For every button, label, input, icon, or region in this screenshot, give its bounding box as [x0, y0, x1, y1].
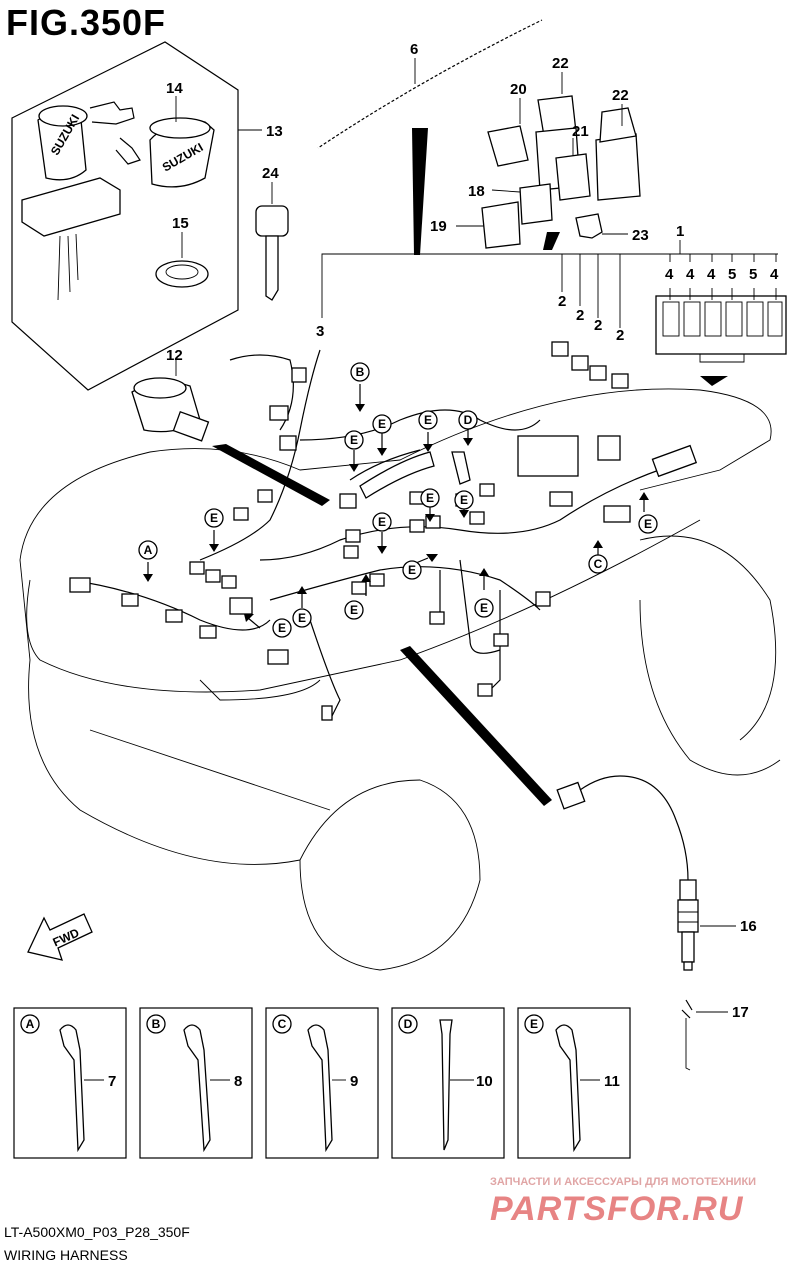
legend-part-11: 11: [604, 1073, 620, 1090]
callout-5: 5: [749, 266, 757, 283]
callout-20: 20: [510, 81, 527, 98]
harness-wires: [69, 349, 691, 806]
clamp-bubble-letter: E: [408, 563, 416, 577]
callout-4: 4: [686, 266, 695, 283]
clamp-bubble-letter: E: [298, 611, 306, 625]
clamp-bubble-letter: E: [378, 515, 386, 529]
callout-13: 13: [266, 123, 283, 140]
clamp-bubble-letter: E: [350, 603, 358, 617]
watermark-tagline: ЗАПЧАСТИ И АКСЕССУАРЫ ДЛЯ МОТОТЕХНИКИ: [490, 1176, 757, 1188]
ignition-key: [255, 182, 289, 301]
clamp-bubble-letter: A: [144, 543, 153, 557]
clamp-bubble-letter: E: [378, 417, 386, 431]
callout-12: 12: [166, 347, 183, 364]
legend-letter-e: E: [530, 1017, 538, 1031]
callout-2: 2: [594, 317, 602, 334]
legend-part-8: 8: [234, 1073, 242, 1090]
watermark-logo: PARTSFOR.RU: [490, 1190, 744, 1228]
callout-2: 2: [558, 293, 566, 310]
clamp-bubbles: A B C D E E E E E E E E E E E E E: [138, 362, 658, 638]
clamp-bubble-letter: E: [644, 517, 652, 531]
clamp-bubble-letter: E: [460, 493, 468, 507]
figure-caption: WIRING HARNESS: [4, 1247, 128, 1263]
callout-4: 4: [770, 266, 779, 283]
corrugated-tube: [312, 11, 547, 255]
callout-22: 22: [552, 55, 569, 72]
fuse-box: [321, 240, 787, 389]
ignition-switch-kit-box: SUZUKI SUZUKI: [11, 41, 262, 391]
clamp-bubble-letter: E: [480, 601, 488, 615]
legend-part-10: 10: [476, 1073, 493, 1090]
callout-6: 6: [410, 41, 418, 58]
clamp-bubble-letter: D: [464, 413, 473, 427]
clamp-legend: A B C D E 7 8 9 10 11: [13, 1007, 631, 1159]
clamp-bubble-letter: C: [594, 557, 603, 571]
callout-18: 18: [468, 183, 485, 200]
clamp-bubble-letter: E: [210, 511, 218, 525]
callout-14: 14: [166, 80, 183, 97]
legend-letter-c: C: [278, 1017, 287, 1031]
callout-15: 15: [172, 215, 189, 232]
clamp-arrows: [143, 384, 649, 629]
legend-letter-d: D: [404, 1017, 413, 1031]
clamp-bubble-letter: E: [424, 413, 432, 427]
callout-17: 17: [732, 1004, 749, 1021]
callout-1: 1: [676, 223, 684, 240]
harness-connectors: [69, 367, 698, 721]
clamp-bubble-letter: E: [350, 433, 358, 447]
figure-title: FIG.350F: [6, 2, 167, 43]
fwd-direction-marker: FWD: [27, 913, 93, 961]
callout-4: 4: [665, 266, 674, 283]
legend-part-9: 9: [350, 1073, 358, 1090]
clamp-bubble-letter: E: [426, 491, 434, 505]
callout-24: 24: [262, 165, 279, 182]
atv-body-outline: [19, 388, 781, 971]
power-socket: [131, 360, 330, 506]
callout-2: 2: [576, 307, 584, 324]
callout-22: 22: [612, 87, 629, 104]
part-callouts: 1 2 2 2 2 3 4 4 4 5 5 4 6 12 13 14 15 16…: [166, 41, 779, 1021]
clamp-bubble-letter: B: [356, 365, 365, 379]
legend-part-7: 7: [108, 1073, 116, 1090]
callout-19: 19: [430, 218, 447, 235]
callout-21: 21: [572, 123, 589, 140]
legend-letter-b: B: [152, 1017, 161, 1031]
sensor-assembly: [556, 775, 736, 1071]
callout-16: 16: [740, 918, 757, 935]
callout-5: 5: [728, 266, 736, 283]
relay-group: [456, 72, 641, 250]
figure-code: LT-A500XM0_P03_P28_350F: [4, 1224, 190, 1240]
callout-23: 23: [632, 227, 649, 244]
callout-2: 2: [616, 327, 624, 344]
legend-letter-a: A: [26, 1017, 35, 1031]
callout-3: 3: [316, 323, 324, 340]
clamp-bubble-letter: E: [278, 621, 286, 635]
callout-4: 4: [707, 266, 716, 283]
